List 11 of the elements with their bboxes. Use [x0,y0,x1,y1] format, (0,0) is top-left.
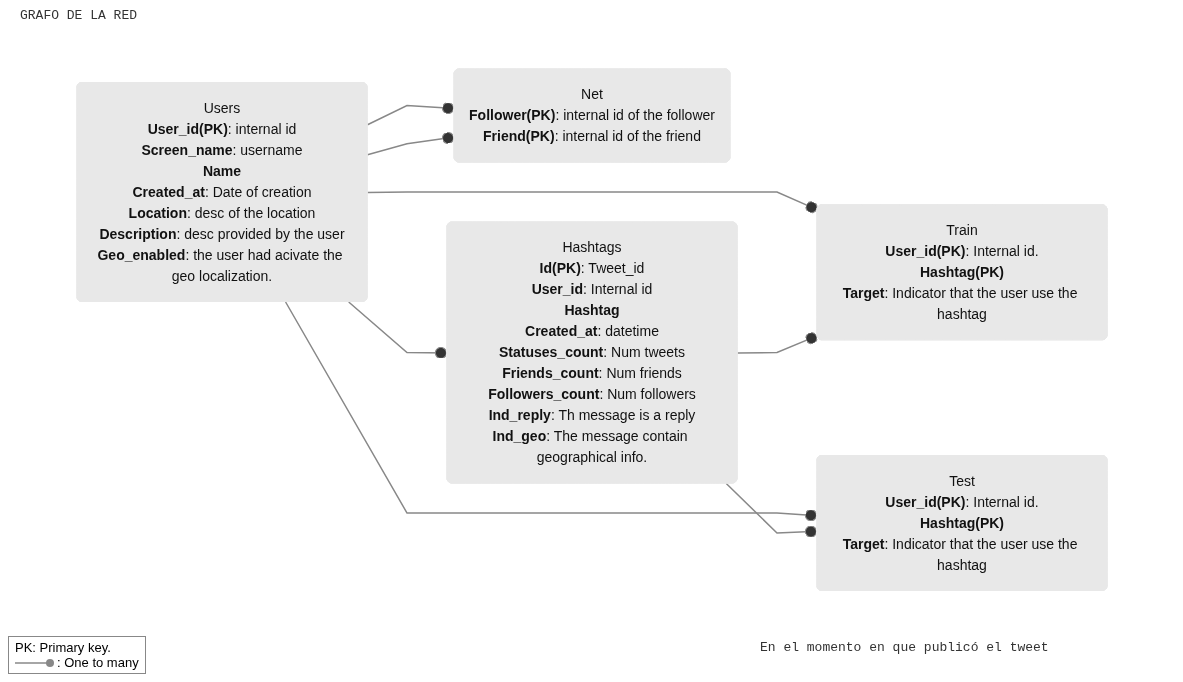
legend-text: : One to many [57,655,139,670]
connector [725,483,818,538]
connector [366,102,455,126]
connector [347,301,448,360]
connector [284,301,818,522]
note-text: GRAFO DE LA RED [20,8,138,23]
note-text: En el momento en que publicó el tweet [760,640,1049,655]
connector [736,332,818,354]
legend-text: PK: Primary key. [15,640,112,655]
connector [366,191,818,214]
connector [366,132,455,156]
